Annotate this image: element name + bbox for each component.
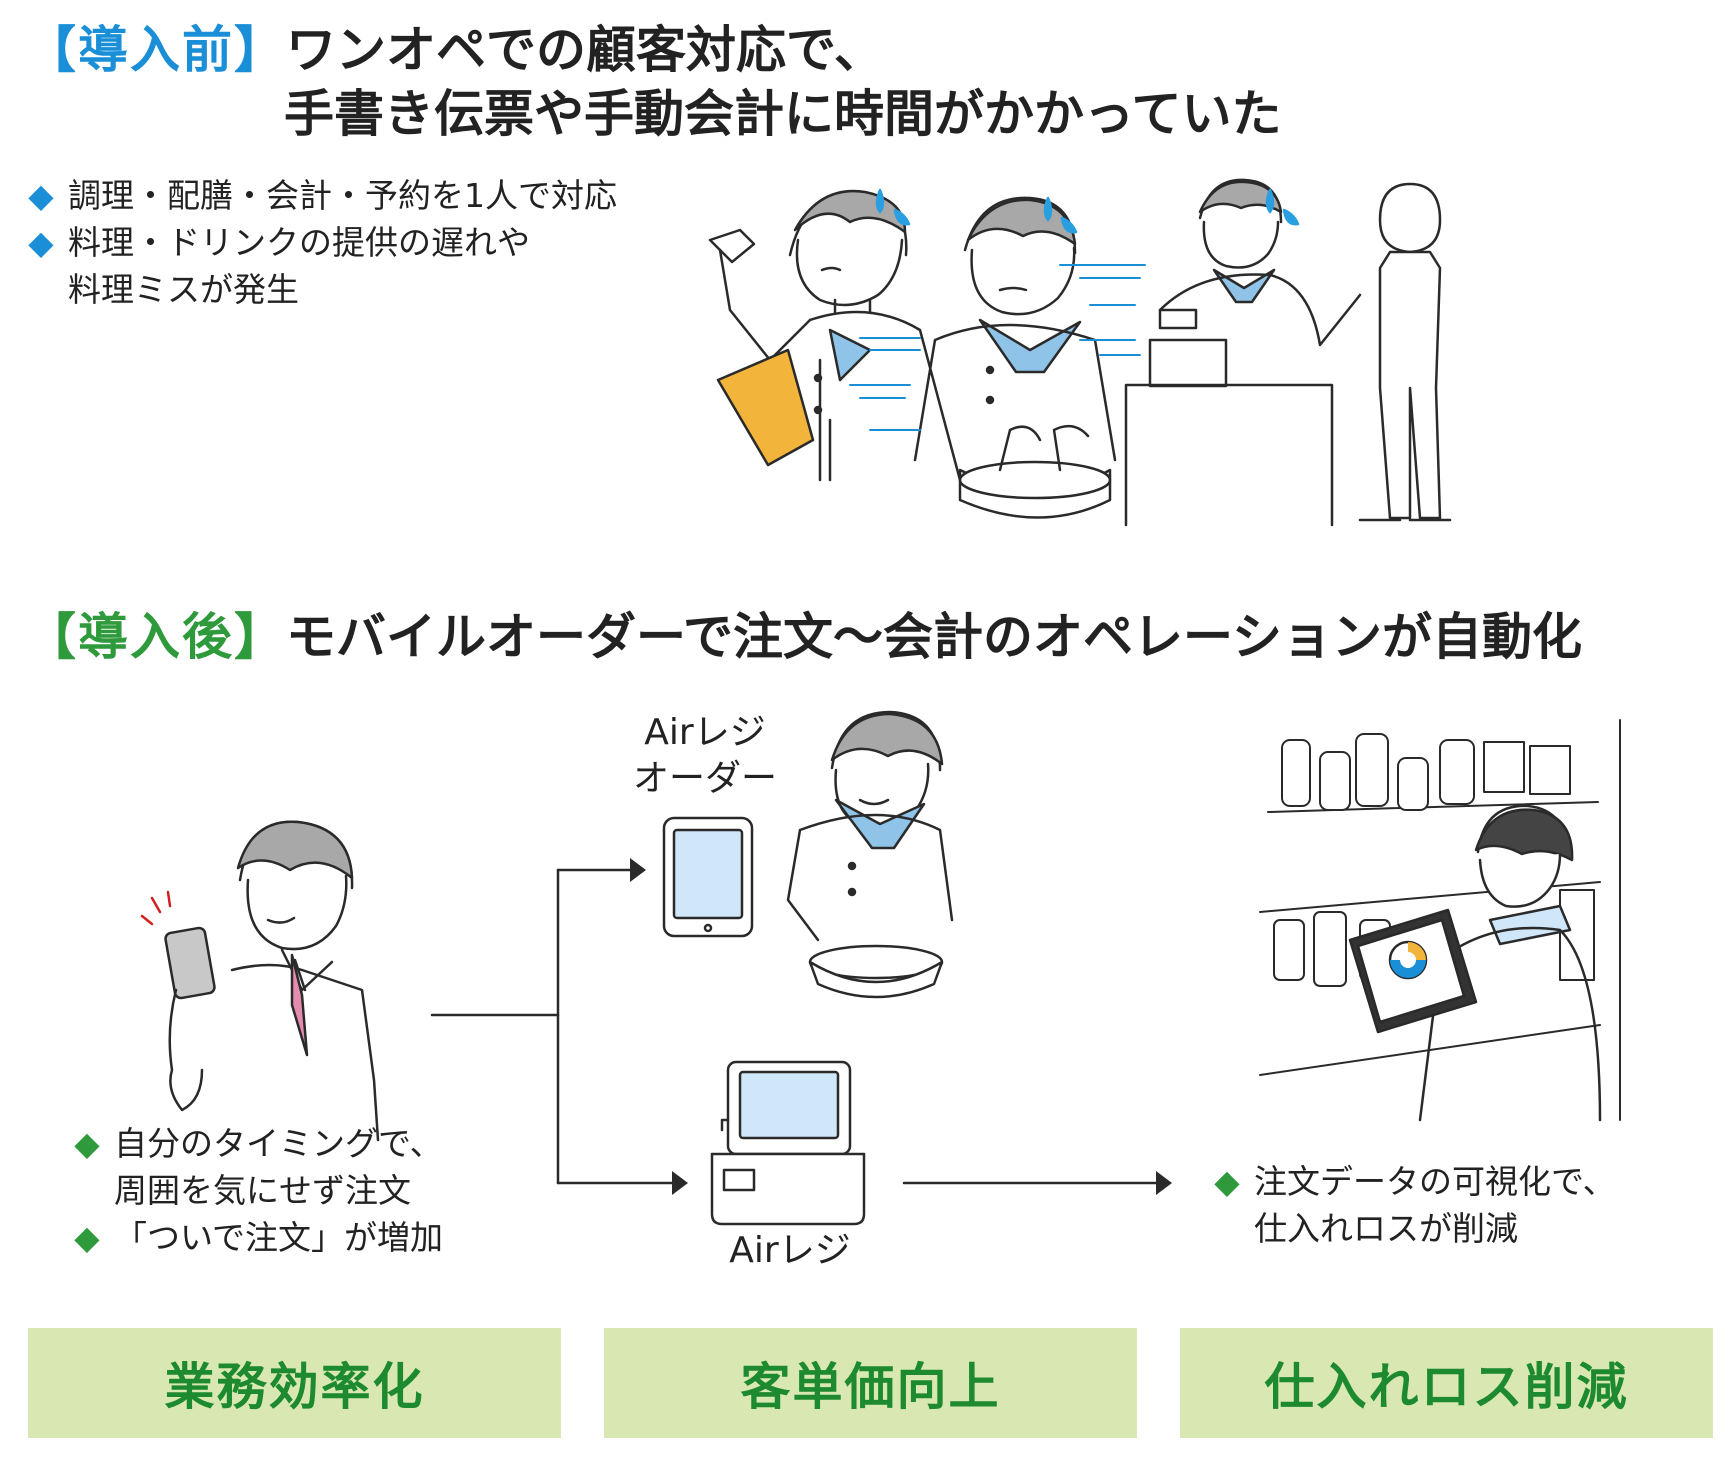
diamond-icon: ◆ [28, 223, 54, 262]
store-shelf-illustration [1259, 719, 1621, 1121]
result-box-loss: 仕入れロス削減 [1180, 1328, 1713, 1438]
diamond-icon: ◆ [74, 1124, 100, 1163]
data-bullets: ◆注文データの可視化で、 仕入れロスが削減 [1212, 1158, 1615, 1252]
register-label: Airレジ [729, 1230, 851, 1271]
before-bullets: ◆調理・配膳・会計・予約を1人で対応 ◆料理・ドリンクの提供の遅れや 料理ミスが… [26, 172, 617, 313]
order-label-line2: オーダー [632, 758, 777, 799]
order-label: Airレジ オーダー [620, 710, 790, 802]
chef-illustration [786, 710, 954, 999]
staff-taking-order-illustration [708, 188, 962, 482]
customer-smartphone-illustration [140, 820, 380, 1142]
before-bullet-2-cont: 料理ミスが発生 [68, 270, 299, 309]
after-heading: 【導入後】モバイルオーダーで注文〜会計のオペレーションが自動化 [26, 605, 1582, 669]
manager-illustration [1348, 804, 1602, 1122]
data-bullet-1-cont: 仕入れロスが削減 [1254, 1209, 1518, 1248]
waiting-customer-illustration [1358, 182, 1452, 522]
result-box-efficiency: 業務効率化 [28, 1328, 561, 1438]
customer-bullets: ◆自分のタイミングで、 周囲を気にせず注文 ◆「ついで注文」が増加 [72, 1120, 443, 1261]
customer-bullet-1-cont: 周囲を気にせず注文 [114, 1171, 411, 1210]
tablet-illustration [662, 816, 754, 938]
data-bullet-1: ◆注文データの可視化で、 [1212, 1158, 1615, 1205]
order-label-line1: Airレジ [644, 712, 766, 753]
result-box-spend: 客単価向上 [604, 1328, 1137, 1438]
before-bullet-2: ◆料理・ドリンクの提供の遅れや [26, 219, 617, 266]
register-illustration [710, 1060, 866, 1226]
customer-bullet-1: ◆自分のタイミングで、 [72, 1120, 443, 1167]
customer-bullet-2: ◆「ついで注文」が増加 [72, 1214, 443, 1261]
speed-lines [849, 264, 1146, 431]
before-title-line2: 手書き伝票や手動会計に時間がかかっていた [284, 85, 1282, 143]
flow-connectors [430, 868, 1166, 1185]
diamond-icon: ◆ [28, 176, 54, 215]
before-heading: 【導入前】ワンオペでの顧客対応で、 手書き伝票や手動会計に時間がかかっていた [26, 18, 1282, 146]
diamond-icon: ◆ [1214, 1162, 1240, 1201]
before-title-line1: ワンオペでの顧客対応で、 [286, 21, 884, 79]
after-tag: 【導入後】 [26, 608, 286, 666]
before-tag: 【導入前】 [26, 21, 286, 79]
diamond-icon: ◆ [74, 1218, 100, 1257]
chef-cooking-illustration [913, 196, 1117, 519]
cashier-illustration [1124, 178, 1362, 527]
flow-arrowheads [630, 858, 1172, 1195]
before-bullet-1: ◆調理・配膳・会計・予約を1人で対応 [26, 172, 617, 219]
after-title: モバイルオーダーで注文〜会計のオペレーションが自動化 [286, 608, 1582, 666]
